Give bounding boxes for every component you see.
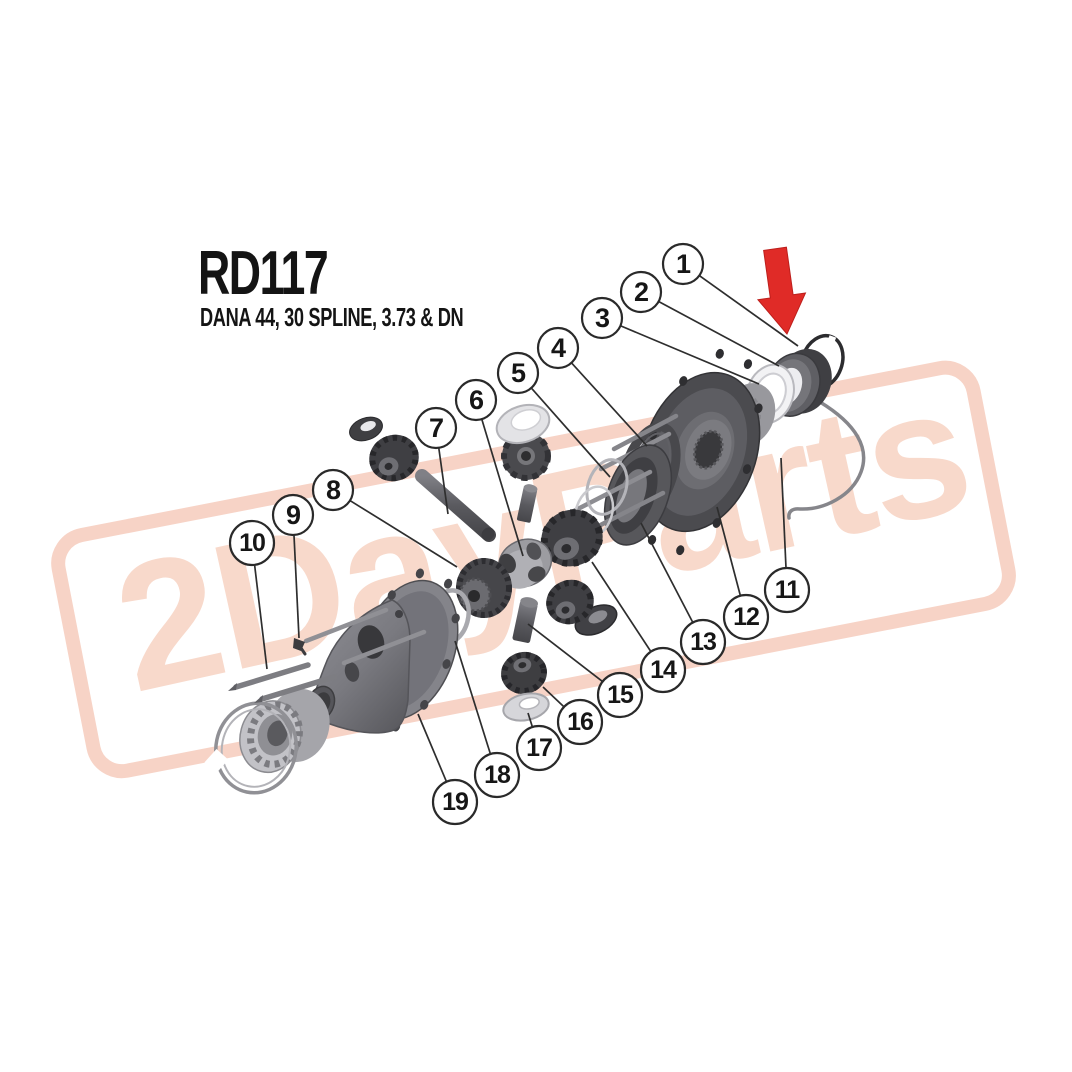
callout-18 bbox=[473, 751, 521, 799]
leader-line-11 bbox=[780, 457, 787, 569]
callout-number-6: 6 bbox=[469, 385, 484, 415]
callout-number-9: 9 bbox=[286, 500, 301, 530]
part-snap-ring-lower bbox=[204, 701, 298, 795]
callout-5 bbox=[496, 351, 540, 395]
product-subtitle: DANA 44, 30 SPLINE, 3.73 & DN bbox=[200, 302, 464, 332]
leader-line-9 bbox=[293, 534, 300, 639]
callout-17 bbox=[515, 724, 563, 772]
leader-line-18 bbox=[454, 640, 492, 755]
product-code: RD117 bbox=[198, 239, 329, 308]
part-side-gear bbox=[456, 558, 512, 618]
leader-line-3 bbox=[620, 324, 760, 385]
callout-number-16: 16 bbox=[567, 708, 593, 736]
part-clutch-cage bbox=[567, 413, 679, 546]
part-domed-washer bbox=[495, 403, 551, 445]
leader-line-4 bbox=[570, 362, 648, 447]
callout-11 bbox=[763, 566, 811, 614]
callout-19 bbox=[431, 778, 479, 826]
callout-number-12: 12 bbox=[733, 603, 759, 631]
callout-number-11: 11 bbox=[775, 576, 801, 604]
callout-number-14: 14 bbox=[650, 656, 677, 684]
part-cross-shaft bbox=[415, 469, 496, 542]
part-set-screw bbox=[293, 638, 307, 656]
leader-line-8 bbox=[349, 499, 458, 568]
callout-10 bbox=[228, 519, 276, 567]
callout-number-8: 8 bbox=[326, 475, 341, 505]
callout-number-1: 1 bbox=[676, 249, 691, 279]
air-line-tube bbox=[787, 400, 866, 520]
callout-15 bbox=[596, 671, 644, 719]
part-spider-gear-large bbox=[540, 509, 604, 567]
callout-1 bbox=[661, 242, 705, 286]
leader-line-2 bbox=[658, 300, 780, 367]
leader-line-1 bbox=[698, 274, 799, 347]
leader-line-15 bbox=[527, 623, 604, 683]
callout-number-15: 15 bbox=[607, 681, 634, 709]
leader-line-10 bbox=[253, 564, 268, 670]
callout-number-13: 13 bbox=[690, 628, 716, 656]
part-pin-upper bbox=[516, 484, 538, 523]
leader-line-16 bbox=[542, 686, 565, 708]
callout-number-10: 10 bbox=[239, 529, 265, 557]
callout-13 bbox=[679, 618, 727, 666]
part-pinion-washer bbox=[502, 692, 550, 722]
red-arrow bbox=[756, 246, 807, 335]
callout-16 bbox=[556, 698, 604, 746]
callout-9 bbox=[271, 493, 315, 537]
callout-8 bbox=[311, 468, 355, 512]
callout-number-18: 18 bbox=[484, 761, 511, 789]
leader-line-13 bbox=[640, 522, 694, 623]
callout-4 bbox=[536, 326, 580, 370]
part-case bbox=[303, 568, 460, 734]
callout-3 bbox=[580, 296, 624, 340]
leader-line-17 bbox=[527, 712, 534, 728]
leader-line-19 bbox=[417, 713, 448, 783]
part-bearing-lower bbox=[239, 688, 330, 774]
part-gear-disc bbox=[501, 431, 551, 481]
part-small-washer bbox=[349, 416, 383, 442]
callout-7 bbox=[414, 406, 458, 450]
part-case-bolts bbox=[228, 662, 337, 703]
callout-number-4: 4 bbox=[551, 333, 566, 363]
part-spider-gear-left bbox=[369, 434, 419, 482]
callout-14 bbox=[639, 646, 687, 694]
callout-number-5: 5 bbox=[511, 358, 526, 388]
callout-number-2: 2 bbox=[634, 277, 648, 307]
leader-line-12 bbox=[716, 506, 742, 596]
leader-line-7 bbox=[437, 447, 449, 515]
callout-12 bbox=[722, 593, 770, 641]
part-pinion-gear bbox=[501, 651, 547, 695]
leader-line-6 bbox=[480, 418, 524, 557]
callout-number-17: 17 bbox=[526, 734, 552, 762]
part-pin-lower bbox=[512, 597, 539, 643]
callout-number-19: 19 bbox=[442, 788, 468, 816]
callout-2 bbox=[619, 270, 663, 314]
callout-number-3: 3 bbox=[595, 303, 610, 333]
leader-line-5 bbox=[530, 387, 611, 478]
callout-number-7: 7 bbox=[429, 413, 443, 443]
callout-6 bbox=[454, 378, 498, 422]
leader-line-14 bbox=[591, 561, 652, 653]
part-spider-gear-2 bbox=[546, 579, 594, 625]
